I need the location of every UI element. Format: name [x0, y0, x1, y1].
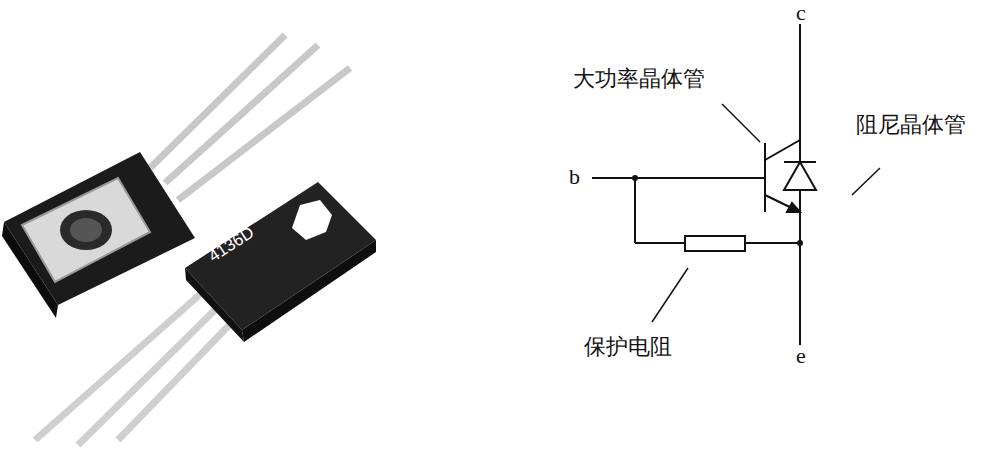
- circuit-label: 保护电阻: [584, 334, 672, 359]
- circuit-label: e: [796, 343, 806, 368]
- leader-line: [652, 104, 880, 322]
- transistor-photo: [35, 182, 376, 445]
- circuit-label: 大功率晶体管: [573, 66, 705, 91]
- circuit-label: c: [796, 0, 806, 25]
- circuit-label: b: [569, 164, 580, 189]
- circuit-label: 阻尼晶体管: [856, 112, 966, 137]
